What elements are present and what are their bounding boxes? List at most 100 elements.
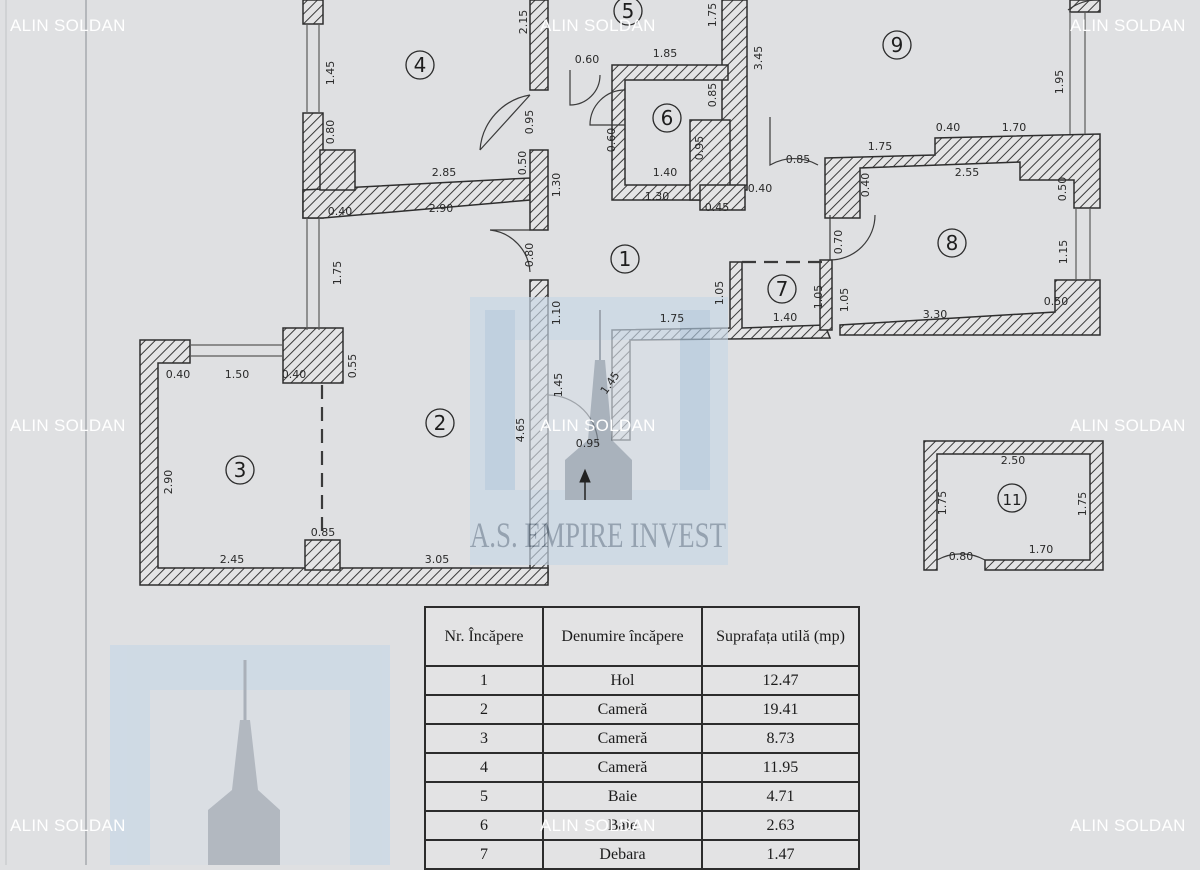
room-2-marker [425,408,455,438]
dimension-label: 0.80 [949,550,974,563]
walls [139,0,1104,586]
room-9-label: 9 [891,33,904,57]
room-2-label: 2 [434,411,447,435]
dimension-label: 0.70 [832,230,845,255]
cell-name: Baie [542,781,703,812]
room-9-marker [882,30,912,60]
watermark-text: ALIN SOLDAN [10,16,126,35]
dimension-label: 0.50 [1044,295,1069,308]
dimension-label: 1.75 [660,312,685,325]
dimension-label: 2.50 [1001,454,1026,467]
dimension-label: 2.90 [429,202,454,215]
dimension-label: 3.45 [752,46,765,71]
area-table-wrapper: Nr. Încăpere Denumire încăpere Suprafața… [424,606,860,870]
north-arrow [579,468,591,500]
dimension-label: 0.40 [166,368,191,381]
dimension-label: 2.45 [220,553,245,566]
dimension-label: 1.95 [1053,70,1066,95]
dimension-label: 1.40 [653,166,678,179]
dimension-label: 0.50 [516,151,529,176]
dimension-label: 1.85 [653,47,678,60]
cell-number: 2 [424,694,544,725]
cell-number: 4 [424,752,544,783]
dimension-label: 0.40 [328,205,353,218]
room-4-label: 4 [414,53,427,77]
header-room-number: Nr. Încăpere [424,606,544,667]
room-4-marker [405,50,435,80]
watermark-text: ALIN SOLDAN [1070,16,1186,35]
cell-number: 6 [424,810,544,841]
room-8-marker [937,228,967,258]
room-6-marker [652,103,682,133]
cell-area: 19.41 [701,694,860,725]
room-1-label: 1 [619,247,632,271]
room-7-marker [767,274,797,304]
company-logo-large [110,645,390,865]
dimension-label: 0.45 [705,201,730,214]
dimension-label: 4.65 [514,418,527,443]
dimension-label: 1.75 [1076,492,1089,517]
watermark-text: ALIN SOLDAN [540,16,656,35]
dimension-label: 2.15 [517,10,530,35]
watermark-text: ALIN SOLDAN [540,416,656,435]
room-1-marker [610,244,640,274]
dimension-label: 0.60 [605,128,618,153]
dimension-label: 0.95 [693,136,706,161]
room-8-label: 8 [946,231,959,255]
cell-name: Hol [542,665,703,696]
cell-area: 2.63 [701,810,860,841]
dimension-label: 1.75 [331,261,344,286]
room-11-label: 11 [1002,491,1021,509]
dimension-label: 2.90 [162,470,175,495]
dimension-label: 0.40 [748,182,773,195]
dimension-label: 0.40 [859,173,872,198]
dimension-label: 0.40 [936,121,961,134]
dimension-label: 2.55 [955,166,980,179]
dimension-label: 0.50 [1056,177,1069,202]
dimension-labels: 2.15 1.75 0.60 1.85 3.45 1.45 0.80 0.95 0.60 0.85… [162,3,1089,566]
dimension-label: 1.45 [324,61,337,86]
table-header-row: Nr. Încăpere Denumire încăpere Suprafața… [424,606,860,667]
dimension-label: 0.95 [523,110,536,135]
dimension-label: 1.10 [550,301,563,326]
dimension-label: 3.05 [425,553,450,566]
company-logo: A.S. EMPIRE INVEST [470,297,728,565]
dimension-label: 0.80 [324,120,337,145]
watermark-text: ALIN SOLDAN [540,816,656,835]
cell-name: Cameră [542,694,703,725]
windows [190,12,1091,357]
dimension-label: 1.50 [225,368,250,381]
cell-name: Cameră [542,723,703,754]
dimension-label: 1.40 [773,311,798,324]
cell-name: Baie [542,810,703,841]
watermark-text: ALIN SOLDAN [10,416,126,435]
cell-area: 8.73 [701,723,860,754]
dimension-label: 1.75 [706,3,719,28]
room-3-label: 3 [234,458,247,482]
dimension-label: 1.70 [1002,121,1027,134]
dimension-label: 0.55 [346,354,359,379]
dimension-label: 1.30 [645,190,670,203]
dimension-label: 0.95 [576,437,601,450]
dimension-label: 1.05 [838,288,851,313]
dimension-label: 2.85 [432,166,457,179]
dashed-partitions [320,260,828,540]
dimension-label: 1.45 [552,373,565,398]
room-5-marker [613,0,643,26]
dimension-label: 0.85 [706,83,719,108]
dimension-label: 0.60 [575,53,600,66]
cell-area: 4.71 [701,781,860,812]
cell-number: 1 [424,665,544,696]
dimension-label: 1.05 [812,285,825,310]
room-11-marker [997,483,1027,513]
dimension-label: 1.75 [936,491,949,516]
dimension-label: 1.30 [550,173,563,198]
dimension-label: 0.40 [282,368,307,381]
cell-area: 12.47 [701,665,860,696]
cell-number: 5 [424,781,544,812]
